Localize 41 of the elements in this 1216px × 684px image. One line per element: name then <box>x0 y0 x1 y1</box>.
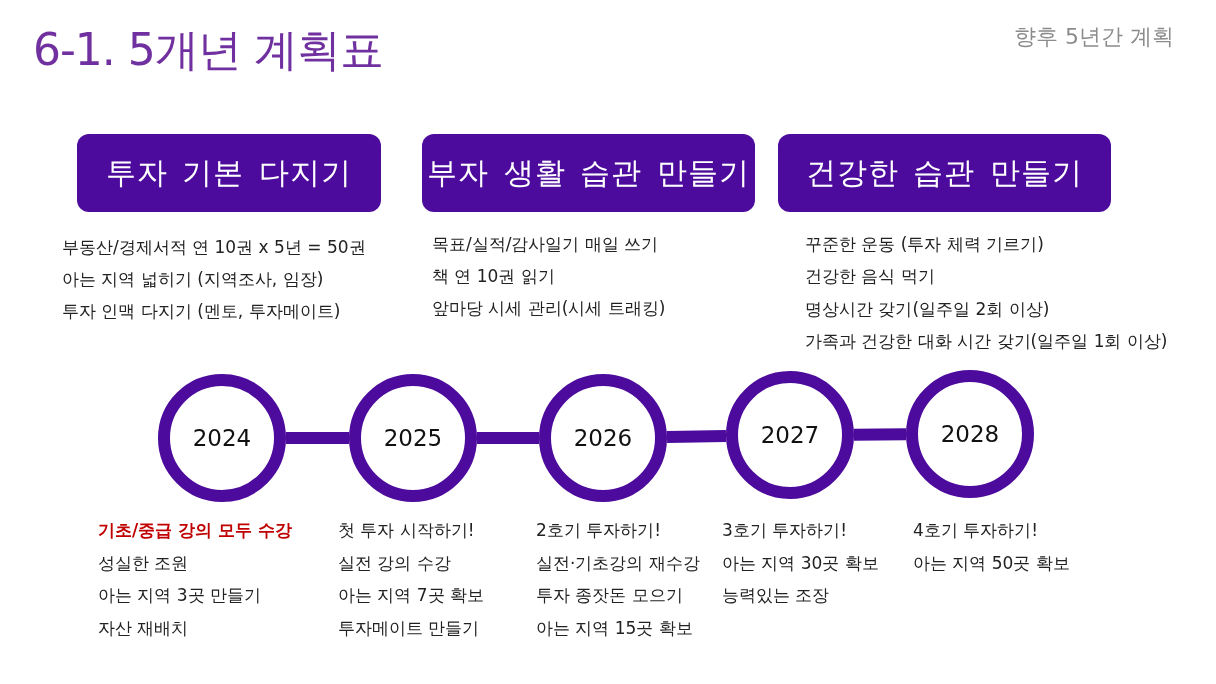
plan-item-text: 투자 종잣돈 모으기 <box>536 584 684 608</box>
plan-item-text: 건강한 음식 먹기 <box>805 265 936 289</box>
year-circle: 2028 <box>906 370 1034 498</box>
timeline-connector <box>853 428 907 441</box>
plan-item-text: 목표/실적/감사일기 매일 쓰기 <box>432 233 660 256</box>
plan-item-text: 앞마당 시세 관리(시세 트래킹) <box>432 297 666 320</box>
plan-item-text: 실전·기초강의 재수강 <box>536 551 700 575</box>
plan-item-text: 기초/중급 강의 모두 수강 <box>98 519 292 542</box>
plan-item-text: 4호기 투자하기! <box>913 519 1040 542</box>
plan-item-text: 2호기 투자하기! <box>536 519 663 542</box>
category-box: 부자 생활 습관 만들기 <box>422 134 755 212</box>
category-box: 건강한 습관 만들기 <box>778 134 1111 212</box>
year-circle: 2025 <box>349 374 477 502</box>
plan-item-text: 성실한 조원 <box>98 551 190 575</box>
plan-item-text: 명상시간 갖기(일주일 2회 이상) <box>805 297 1051 321</box>
subtitle-text: 향후 5년간 계획 <box>1014 23 1174 51</box>
plan-item-text: 투자 인맥 다지기 (멘토, 투자메이트) <box>62 300 342 323</box>
plan-item-text: 아는 지역 3곳 만들기 <box>98 584 263 608</box>
plan-item-text: 아는 지역 넓히기 (지역조사, 임장) <box>62 268 325 291</box>
plan-item-text: 아는 지역 50곳 확보 <box>913 551 1070 575</box>
category-box: 투자 기본 다지기 <box>77 134 381 212</box>
timeline-connector <box>477 432 539 444</box>
timeline-connector <box>286 432 349 444</box>
plan-item-text: 꾸준한 운동 (투자 체력 기르기) <box>805 233 1045 256</box>
plan-item-text: 아는 지역 7곳 확보 <box>338 584 485 608</box>
year-circle: 2027 <box>726 371 854 499</box>
plan-item-text: 아는 지역 30곳 확보 <box>722 551 879 575</box>
plan-item-text: 자산 재배치 <box>98 616 190 640</box>
plan-item-text: 아는 지역 15곳 확보 <box>536 616 694 640</box>
plan-item-text: 투자메이트 만들기 <box>338 616 481 640</box>
timeline-connector <box>666 430 727 443</box>
plan-item-text: 능력있는 조장 <box>722 584 831 608</box>
plan-item-text: 첫 투자 시작하기! <box>338 519 476 542</box>
page-title: 6-1. 5개년 계획표 <box>33 23 383 77</box>
plan-item-text: 책 연 10권 읽기 <box>432 265 556 288</box>
year-circle: 2024 <box>158 374 286 502</box>
plan-item-text: 부동산/경제서적 연 10권 x 5년 = 50권 <box>62 236 366 259</box>
plan-item-text: 가족과 건강한 대화 시간 갖기(일주일 1회 이상) <box>805 330 1168 354</box>
plan-item-text: 3호기 투자하기! <box>722 519 849 542</box>
plan-item-text: 실전 강의 수강 <box>338 551 452 575</box>
year-circle: 2026 <box>539 374 667 502</box>
